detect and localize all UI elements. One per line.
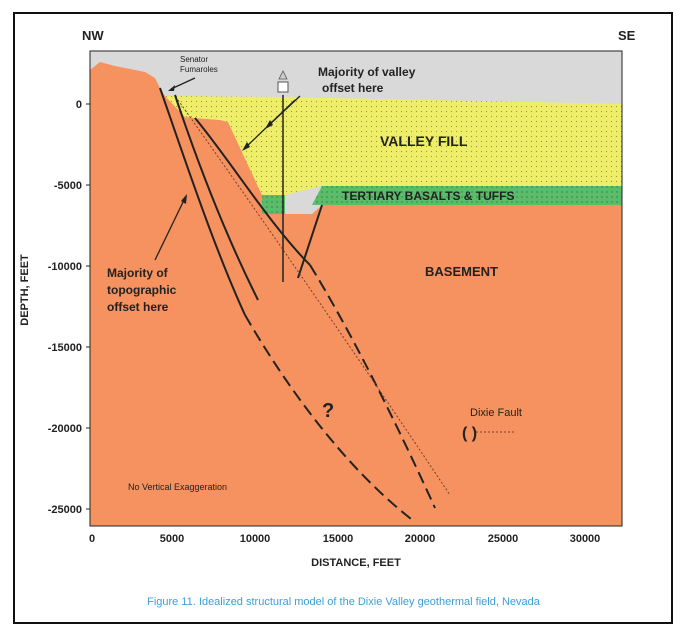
dixie-fault-line <box>177 99 451 496</box>
fault-dashed-2 <box>309 264 436 509</box>
fault-valley-ramp <box>194 117 311 266</box>
valley-fill-label: VALLEY FILL <box>380 133 468 149</box>
arrow-topo-offset-icon <box>154 194 187 261</box>
y-tick-label: -5000 <box>54 180 82 192</box>
valley-fill-region <box>165 96 622 195</box>
senator-line: Senator <box>180 55 208 64</box>
x-tick-label: 15000 <box>323 533 354 545</box>
figure-caption: Figure 11. Idealized structural model of… <box>147 596 540 608</box>
x-tick-label: 10000 <box>240 533 271 545</box>
valley-offset-label: Majority of valley offset here <box>318 65 419 95</box>
no-vertical-exaggeration: No Vertical Exaggeration <box>128 482 227 492</box>
x-tick-label: 0 <box>89 533 95 545</box>
topo-line3: offset here <box>107 300 169 314</box>
fault-inner <box>174 94 259 301</box>
dixie-fault-label: Dixie Fault <box>470 407 522 419</box>
topo-line2: topographic <box>107 283 177 297</box>
fumaroles-line: Fumaroles <box>180 65 218 74</box>
y-axis-title: DEPTH, FEET <box>19 254 31 326</box>
basement-label: BASEMENT <box>425 264 498 279</box>
y-tick-label: -10000 <box>48 261 82 273</box>
legend-parens: ( ) <box>462 425 477 442</box>
topo-line1: Majority of <box>107 266 169 280</box>
compass-nw: NW <box>82 28 104 43</box>
valley-offset-line1: Majority of valley <box>318 65 416 79</box>
senator-fumaroles-label: Senator Fumaroles <box>180 55 218 74</box>
basement-region <box>90 62 622 526</box>
x-tick-label: 25000 <box>488 533 519 545</box>
y-axis: 0 -5000 -10000 -15000 -20000 -25000 <box>48 99 82 516</box>
arrow-fumaroles-icon <box>168 77 196 91</box>
question-mark: ? <box>322 400 334 422</box>
x-axis-title: DISTANCE, FEET <box>311 557 401 569</box>
x-tick-label: 5000 <box>160 533 184 545</box>
valley-offset-line2: offset here <box>322 81 384 95</box>
well-icon <box>277 70 289 93</box>
x-tick-label: 30000 <box>570 533 601 545</box>
x-axis: 0 5000 10000 15000 20000 25000 30000 <box>89 533 600 545</box>
y-tick-label: -25000 <box>48 504 82 516</box>
y-tick-label: -20000 <box>48 423 82 435</box>
compass-se: SE <box>618 28 636 43</box>
fault-east-steep <box>297 204 323 279</box>
plot-border <box>89 50 623 527</box>
topographic-offset-label: Majority of topographic offset here <box>107 266 180 314</box>
y-tick-label: 0 <box>76 99 82 111</box>
y-tick-label: -15000 <box>48 342 82 354</box>
fault-main-upper <box>159 87 246 316</box>
tertiary-region-west <box>262 195 285 214</box>
tertiary-label: TERTIARY BASALTS & TUFFS <box>342 189 514 203</box>
fault-dashed-1 <box>244 314 416 523</box>
tertiary-region-east <box>312 186 622 205</box>
arrow-valley-offset2-icon <box>242 99 296 151</box>
x-tick-label: 20000 <box>405 533 436 545</box>
